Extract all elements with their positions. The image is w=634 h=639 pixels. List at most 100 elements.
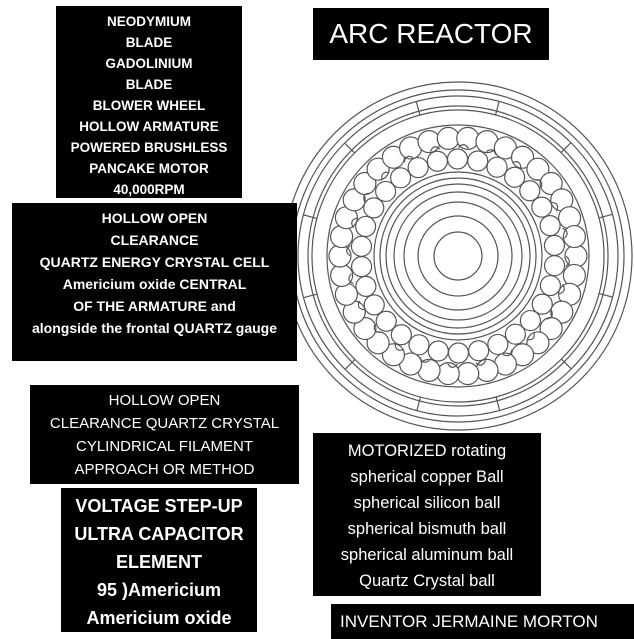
motor-label-line: GADOLINIUM xyxy=(105,56,193,71)
reactor-ball xyxy=(407,156,429,179)
reactor-ball xyxy=(504,323,526,345)
reactor-ball xyxy=(531,196,553,218)
reactor-link xyxy=(381,171,390,180)
reactor-link xyxy=(403,155,414,163)
filament-label-line: APPROACH OR METHOD xyxy=(74,461,255,478)
reactor-ball xyxy=(350,255,373,278)
reactor-spoke xyxy=(303,293,318,299)
reactor-ring xyxy=(311,109,605,403)
reactor-ball xyxy=(436,126,460,151)
reactor-link xyxy=(512,161,522,169)
motor-label-line: 40,000RPM xyxy=(113,182,185,197)
reactor-spoke xyxy=(560,142,572,154)
balls-label-line: spherical silicon ball xyxy=(353,494,501,512)
reactor-link xyxy=(502,349,513,357)
reactor-ball xyxy=(366,157,390,181)
reactor-link xyxy=(534,179,543,188)
crystal-cell-label-line: HOLLOW OPEN xyxy=(101,210,208,226)
reactor-link xyxy=(545,310,553,320)
reactor-link xyxy=(559,284,565,295)
reactor-core-ring xyxy=(385,183,531,329)
reactor-link xyxy=(419,357,430,363)
reactor-core-ring xyxy=(417,215,499,297)
reactor-ball xyxy=(468,340,490,362)
reactor-link xyxy=(565,255,570,267)
filament-label-line: CYLINDRICAL FILAMENT xyxy=(76,438,253,455)
balls-label-line: spherical aluminum ball xyxy=(340,546,514,564)
reactor-ball xyxy=(353,316,377,341)
reactor-ball xyxy=(355,275,377,298)
reactor-ball xyxy=(456,361,480,386)
reactor-link xyxy=(486,149,497,155)
reactor-ball xyxy=(562,224,586,249)
reactor-ball xyxy=(427,340,449,362)
reactor-spoke xyxy=(344,142,356,154)
reactor-spoke xyxy=(415,101,421,116)
reactor-ball xyxy=(519,309,541,332)
reactor-link xyxy=(357,300,365,311)
reactor-link xyxy=(351,217,357,228)
crystal-cell-label-line: OF THE ARMATURE and xyxy=(73,298,236,314)
reactor-core-ring xyxy=(393,191,523,321)
reactor-spoke xyxy=(598,213,613,219)
reactor-spoke xyxy=(344,358,356,370)
page-title-text: ARC REACTOR xyxy=(329,18,533,49)
inventor-text: INVENTOR JERMAINE MORTON xyxy=(340,612,598,631)
reactor-ball xyxy=(417,130,441,154)
reactor-link xyxy=(429,146,441,152)
reactor-ball xyxy=(543,234,566,257)
page-title: ARC REACTOR xyxy=(313,8,549,60)
reactor-link xyxy=(447,363,459,368)
balls-label-line: spherical copper Ball xyxy=(350,468,504,486)
reactor-ball xyxy=(531,293,553,315)
crystal-cell-label-line: Americium oxide CENTRAL xyxy=(62,276,247,292)
capacitor-label-box: VOLTAGE STEP-UP ULTRA CAPACITOR ELEMENT … xyxy=(61,488,257,632)
capacitor-label-line: Americium oxide xyxy=(86,608,232,628)
reactor-ball xyxy=(539,171,563,196)
reactor-link xyxy=(551,201,559,212)
reactor-ball xyxy=(519,180,541,202)
reactor-link xyxy=(394,343,404,351)
reactor-spoke xyxy=(494,101,500,116)
reactor-ball xyxy=(447,342,470,364)
balls-label-box: MOTORIZED rotating spherical copper Ball… xyxy=(313,433,541,596)
motor-label-line: NEODYMIUM xyxy=(107,14,191,29)
balls-label-line: spherical bismuth ball xyxy=(347,520,507,538)
motor-label-box: NEODYMIUM BLADE GADOLINIUM BLADE BLOWER … xyxy=(56,6,242,198)
crystal-cell-label-box: HOLLOW OPEN CLEARANCE QUARTZ ENERGY CRYS… xyxy=(12,203,297,361)
reactor-ball xyxy=(487,333,509,356)
reactor-spoke xyxy=(560,358,572,370)
reactor-link xyxy=(562,227,568,239)
reactor-ring xyxy=(297,95,619,417)
reactor-ball xyxy=(539,274,561,297)
reactor-ball xyxy=(408,334,430,356)
reactor-ball-ring xyxy=(326,124,590,388)
reactor-ball xyxy=(475,358,499,382)
reactor-spoke xyxy=(416,396,422,411)
reactor-ball xyxy=(363,197,385,219)
motor-label-line: BLADE xyxy=(125,77,173,92)
reactor-ball xyxy=(381,343,406,367)
reactor-spoke xyxy=(598,292,613,298)
reactor-ball xyxy=(539,214,561,237)
reactor-core-ring xyxy=(433,231,483,281)
reactor-ball xyxy=(467,150,489,172)
motor-label-line: BLADE xyxy=(125,35,173,50)
arc-reactor-drawing xyxy=(282,80,634,437)
reactor-ball xyxy=(504,166,526,188)
balls-label-line: Quartz Crystal ball xyxy=(359,572,495,590)
reactor-ball xyxy=(390,167,412,189)
reactor-ball xyxy=(426,150,448,172)
reactor-ball xyxy=(486,156,508,178)
reactor-ring xyxy=(307,105,609,407)
capacitor-label-line: ELEMENT xyxy=(115,552,202,572)
reactor-core-ring xyxy=(403,201,513,311)
reactor-link xyxy=(346,245,351,257)
filament-label-box: HOLLOW OPEN CLEARANCE QUARTZ CRYSTAL CYL… xyxy=(30,385,299,484)
reactor-ball xyxy=(550,300,574,324)
reactor-ball xyxy=(375,310,397,332)
reactor-ball xyxy=(355,215,377,238)
reactor-ball xyxy=(350,235,373,257)
reactor-ball xyxy=(342,188,366,212)
arc-reactor-svg xyxy=(283,81,633,431)
